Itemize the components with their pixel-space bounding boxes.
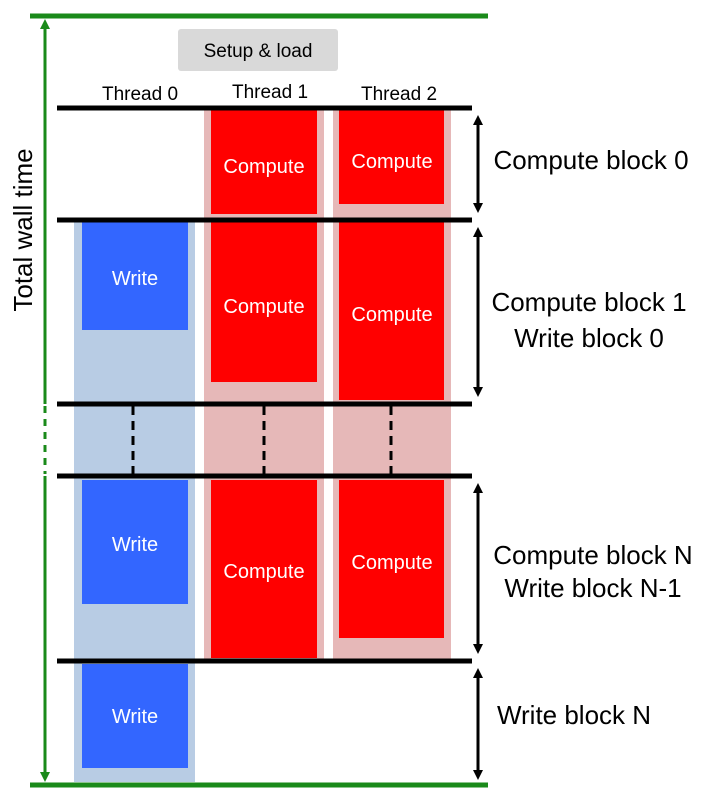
thread-0-label: Thread 0 [102,84,178,105]
write-label-b0: Write [112,268,158,290]
write-box-b0 [82,222,188,330]
blockN-label-line1: Compute block N [493,540,692,570]
compute-label-t1-b0: Compute [223,156,304,178]
blockN-label-line2: Write block N-1 [504,573,681,603]
block0-label-line1: Compute block 0 [493,145,688,175]
write-label-bN: Write [112,706,158,728]
thread-1-label: Thread 1 [232,82,308,103]
block1-label-line1: Compute block 1 [491,287,686,317]
compute-label-t2-b1: Compute [351,304,432,326]
writeN-label: Write block N [497,700,651,730]
setup-box [178,29,338,71]
write-label-bN-1: Write [112,534,158,556]
compute-label-t1-bN: Compute [223,561,304,583]
compute-box-t2-bN [339,480,444,638]
write-box-bN-1 [82,480,188,604]
compute-box-t1-b0 [211,108,317,214]
write-box-bN [82,664,188,768]
compute-box-t2-b0 [339,108,444,204]
setup-label: Setup & load [204,41,313,62]
compute-label-t1-b1: Compute [223,296,304,318]
compute-box-t1-bN [211,480,317,658]
compute-label-t2-b0: Compute [351,151,432,173]
compute-box-t1-b1 [211,222,317,382]
compute-label-t2-bN: Compute [351,552,432,574]
wall-time-label: Total wall time [8,148,38,311]
block1-label-line2: Write block 0 [514,323,664,353]
thread-2-label: Thread 2 [361,84,437,105]
compute-box-t2-b1 [339,222,444,400]
